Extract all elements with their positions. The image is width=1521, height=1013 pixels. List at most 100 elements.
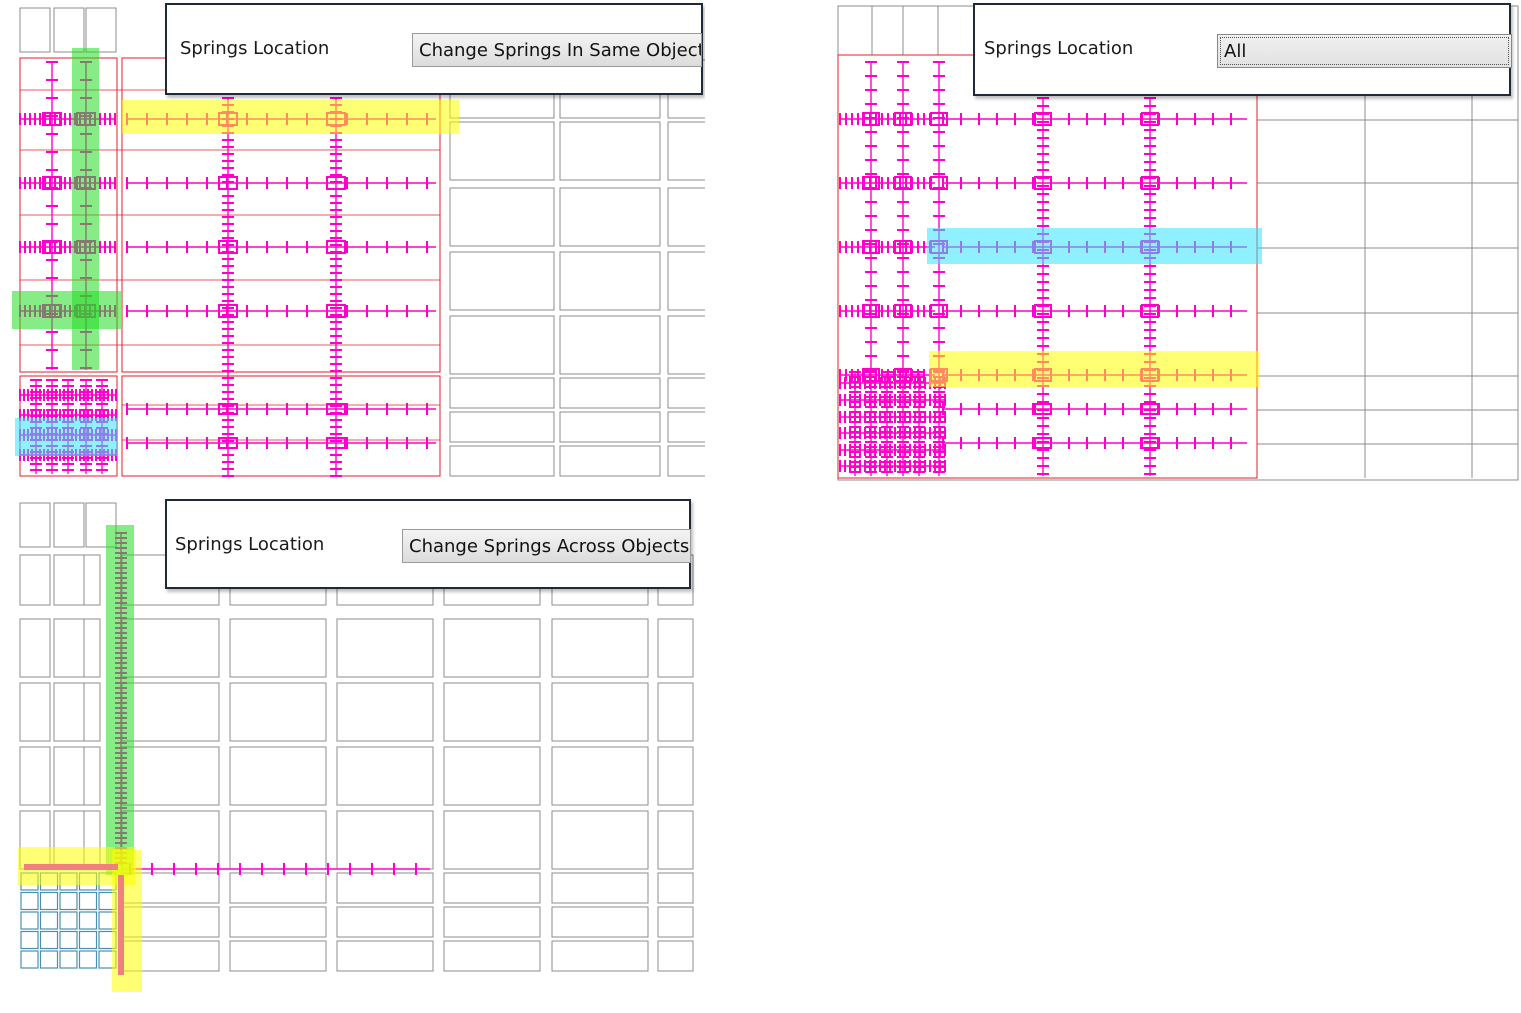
mesh-cell xyxy=(449,315,555,375)
spring-node xyxy=(1034,437,1052,449)
object-center-lower xyxy=(121,375,441,477)
mesh-cell xyxy=(657,872,694,904)
mesh-cell xyxy=(657,906,694,938)
spring-node xyxy=(1034,304,1052,318)
object-cell xyxy=(78,911,98,930)
mesh-cell xyxy=(19,746,51,806)
springs-location-select[interactable]: All xyxy=(1217,34,1512,68)
mesh-cell xyxy=(229,618,327,678)
mesh-cell xyxy=(443,940,541,972)
mesh-cell xyxy=(667,377,705,409)
spring-node xyxy=(218,176,238,190)
spring-node xyxy=(930,112,948,126)
spring-node xyxy=(326,304,346,318)
object-cell xyxy=(39,930,59,950)
mesh-cell xyxy=(667,411,705,443)
mesh-cell xyxy=(336,940,434,972)
mesh-cell xyxy=(121,682,220,742)
springs-location-label: Springs Location xyxy=(984,38,1134,59)
spring-node xyxy=(42,112,62,126)
spring-node xyxy=(1034,176,1052,190)
mesh-cell xyxy=(83,618,101,678)
mesh-cell xyxy=(657,810,694,870)
mesh-cell xyxy=(53,7,85,53)
spring-node xyxy=(326,403,346,415)
mesh-cell xyxy=(336,906,434,938)
object-cell xyxy=(59,950,78,969)
mesh-cell xyxy=(336,810,434,870)
panel-across-objects: Springs Location Change Springs Across O… xyxy=(0,495,700,995)
mesh-cell xyxy=(443,618,541,678)
mesh-cell xyxy=(19,682,51,742)
mesh-cell xyxy=(229,810,327,870)
spring-node xyxy=(218,240,238,254)
mesh-cell xyxy=(229,940,327,972)
spring-node xyxy=(1034,403,1052,415)
object-cell xyxy=(20,950,39,969)
mesh-cell xyxy=(559,377,661,409)
spring-node xyxy=(930,176,948,190)
spring-node xyxy=(1141,403,1159,415)
mesh-cell xyxy=(19,7,51,53)
object-cell xyxy=(39,911,59,930)
springs-location-select[interactable]: Change Springs Across Objects xyxy=(402,529,691,563)
mesh-cell xyxy=(551,746,649,806)
mesh-cell xyxy=(667,445,705,477)
spring-node xyxy=(218,437,238,449)
mesh-cell xyxy=(667,251,705,311)
spring-node xyxy=(894,176,912,190)
springs-location-callout: Springs Location Change Springs In Same … xyxy=(165,3,703,95)
mesh-cell xyxy=(19,554,51,606)
springs-location-label: Springs Location xyxy=(175,534,325,555)
panel-same-object: Springs Location Change Springs In Same … xyxy=(0,0,705,485)
spring-node xyxy=(326,176,346,190)
mesh-cell xyxy=(336,682,434,742)
mesh-cell xyxy=(336,746,434,806)
spring-node xyxy=(1141,112,1159,126)
mesh-cell xyxy=(83,746,101,806)
mesh-cell xyxy=(53,554,85,606)
mesh-cell xyxy=(559,251,661,311)
mesh-cell xyxy=(667,121,705,181)
springs-location-callout: Springs Location All xyxy=(973,3,1512,96)
mesh-cell xyxy=(229,682,327,742)
mesh-cell xyxy=(449,121,555,181)
mesh-cell xyxy=(83,682,101,742)
spring-node xyxy=(1141,176,1159,190)
mesh-cell xyxy=(449,377,555,409)
mesh-cell xyxy=(443,746,541,806)
mesh-diagram-across-objects xyxy=(18,502,694,992)
mesh-cell xyxy=(443,872,541,904)
mesh-cell xyxy=(449,445,555,477)
mesh-cell xyxy=(667,187,705,247)
mesh-cell xyxy=(657,746,694,806)
mesh-cell xyxy=(551,682,649,742)
mesh-cell xyxy=(551,872,649,904)
highlight-green-vertical xyxy=(106,525,134,875)
spring-node xyxy=(326,240,346,254)
mesh-cell xyxy=(443,810,541,870)
mesh-cell xyxy=(551,810,649,870)
spring-node xyxy=(42,240,62,254)
springs-location-callout: Springs Location Change Springs Across O… xyxy=(165,499,691,589)
spring-node xyxy=(1141,304,1159,318)
spring-node xyxy=(218,403,238,415)
mesh-cell xyxy=(551,906,649,938)
mesh-cell xyxy=(121,746,220,806)
object-cell xyxy=(20,891,39,911)
mesh-cell xyxy=(53,618,85,678)
mesh-cell xyxy=(559,121,661,181)
object-cell xyxy=(78,950,98,969)
spring-node xyxy=(862,112,880,126)
highlight-yellow-vertical xyxy=(112,850,142,992)
mesh-cell xyxy=(53,502,85,548)
mesh-cell xyxy=(449,251,555,311)
springs-location-select[interactable]: Change Springs In Same Object xyxy=(412,33,702,67)
object-cell xyxy=(59,891,78,911)
mesh-diagram-same-object xyxy=(12,7,705,477)
spring-node xyxy=(42,176,62,190)
object-cell xyxy=(78,891,98,911)
object-cell xyxy=(20,911,39,930)
mesh-cell xyxy=(19,502,51,548)
object-cell xyxy=(39,950,59,969)
